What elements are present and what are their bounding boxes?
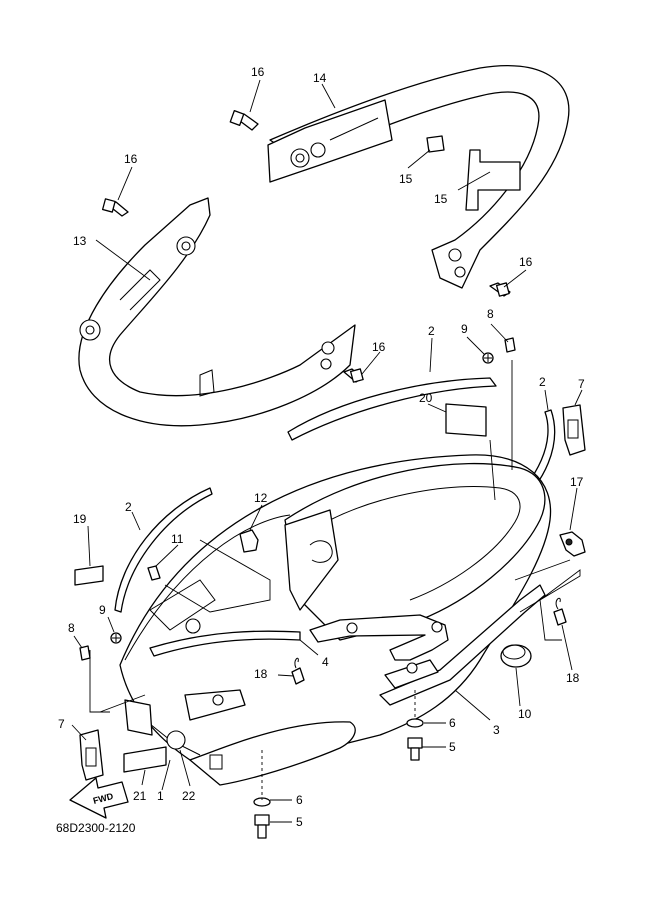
- callout-2: 2: [428, 324, 435, 338]
- bottom-cowling: [119, 454, 552, 786]
- callout-6: 6: [449, 716, 456, 730]
- plug: [500, 644, 532, 668]
- callout-7: 7: [578, 377, 585, 391]
- wire-clip-right: [553, 597, 567, 626]
- callout-9: 9: [99, 603, 106, 617]
- rear-support-bracket: [267, 64, 570, 289]
- callout-20: 20: [419, 391, 433, 405]
- grommet-left: [79, 729, 104, 781]
- screw-upper: [482, 352, 494, 364]
- self-tapping-screw: [147, 565, 161, 581]
- callout-16: 16: [372, 340, 386, 354]
- callout-labels: 16 14 16 15 15 13 16 16 2 9 8 2 7 20 17 …: [58, 65, 585, 829]
- wire-clip-left: [291, 657, 305, 685]
- cowling-frame: [149, 584, 546, 706]
- callout-13: 13: [73, 234, 87, 248]
- washer-right: [406, 718, 424, 728]
- grommet-right: [562, 404, 586, 456]
- callout-2: 2: [125, 500, 132, 514]
- callout-21: 21: [133, 789, 147, 803]
- callout-17: 17: [570, 475, 584, 489]
- callout-14: 14: [313, 71, 327, 85]
- bolt-5-bottom: [254, 814, 270, 839]
- callout-16: 16: [519, 255, 533, 269]
- callout-15: 15: [434, 192, 448, 206]
- callout-2: 2: [539, 375, 546, 389]
- label-21: [123, 746, 167, 773]
- callout-18: 18: [566, 671, 580, 685]
- front-support-bracket: [78, 197, 356, 427]
- fwd-arrow: FWD: [69, 777, 129, 819]
- callout-11: 11: [171, 532, 184, 546]
- callout-15: 15: [399, 172, 413, 186]
- callout-9: 9: [461, 322, 468, 336]
- bolt-4: [343, 368, 364, 383]
- bolt-5-right: [407, 737, 423, 761]
- callout-10: 10: [518, 707, 532, 721]
- label-20: [445, 403, 487, 437]
- callout-12: 12: [254, 491, 268, 505]
- callout-16: 16: [124, 152, 138, 166]
- callout-18: 18: [254, 667, 268, 681]
- callout-5: 5: [449, 740, 456, 754]
- callout-8: 8: [68, 621, 75, 635]
- callout-4: 4: [322, 655, 329, 669]
- label-19: [74, 565, 104, 586]
- label-15-plate: [465, 149, 521, 211]
- clamp: [239, 529, 259, 553]
- label-15-small: [426, 135, 445, 153]
- bolt-3: [489, 282, 511, 297]
- callout-7: 7: [58, 717, 65, 731]
- clip: [559, 531, 586, 557]
- bolt-2: [101, 198, 129, 217]
- bolt-1: [229, 110, 259, 131]
- drawing-code: 68D2300-2120: [56, 821, 136, 835]
- callout-5: 5: [296, 815, 303, 829]
- callout-6: 6: [296, 793, 303, 807]
- nut-lower: [79, 645, 91, 661]
- callout-19: 19: [73, 512, 87, 526]
- callout-1: 1: [157, 789, 164, 803]
- screw-lower: [110, 632, 122, 644]
- callout-16: 16: [251, 65, 265, 79]
- leader-lines: [71, 79, 583, 823]
- callout-22: 22: [182, 789, 196, 803]
- callout-3: 3: [493, 723, 500, 737]
- callout-8: 8: [487, 307, 494, 321]
